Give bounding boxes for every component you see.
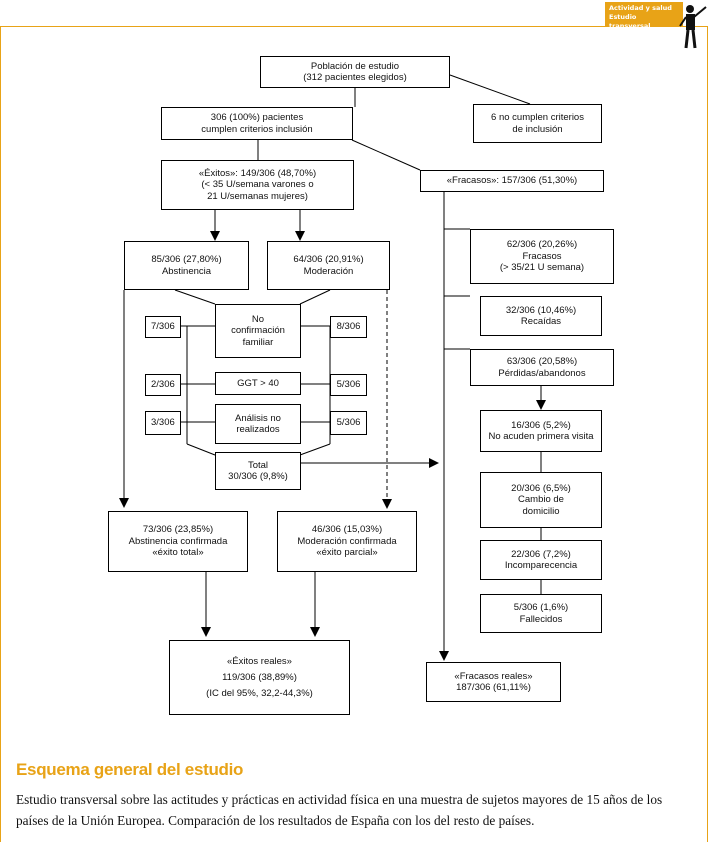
- section-title: Esquema general del estudio: [16, 760, 244, 779]
- node-recaidas: 32/306 (10,46%) Recaídas: [480, 296, 602, 336]
- node-analisis: Análisis no realizados: [215, 404, 301, 444]
- node-fallecidos: 5/306 (1,6%) Fallecidos: [480, 594, 602, 633]
- node-exitos: «Éxitos»: 149/306 (48,70%) (< 35 U/seman…: [161, 160, 354, 210]
- node-fracasos-sub: 62/306 (20,26%) Fracasos (> 35/21 U sema…: [470, 229, 614, 284]
- node-exitos-reales: «Éxitos reales» 119/306 (38,89%) (IC del…: [169, 640, 350, 715]
- figure-caption: Estudio transversal sobre las actitudes …: [16, 792, 663, 828]
- node-left-count-3: 3/306: [145, 411, 181, 435]
- node-fracasos: «Fracasos»: 157/306 (51,30%): [420, 170, 604, 192]
- node-incomparecencia: 22/306 (7,2%) Incomparecencia: [480, 540, 602, 580]
- node-moderacion-confirmada: 46/306 (15,03%) Moderación confirmada «é…: [277, 511, 417, 572]
- node-poblacion: Población de estudio (312 pacientes eleg…: [260, 56, 450, 88]
- node-right-count-3: 5/306: [330, 411, 367, 435]
- node-left-count-2: 2/306: [145, 374, 181, 396]
- node-perdidas: 63/306 (20,58%) Pérdidas/abandonos: [470, 349, 614, 386]
- node-right-count-2: 5/306: [330, 374, 367, 396]
- node-ggt: GGT > 40: [215, 372, 301, 395]
- node-no-cumplen: 6 no cumplen criterios de inclusión: [473, 104, 602, 143]
- header-badge: Actividad y salud Estudio transversal: [605, 2, 683, 30]
- presenter-figure-icon: [679, 5, 707, 49]
- node-left-count-1: 7/306: [145, 316, 181, 338]
- node-abstinencia: 85/306 (27,80%) Abstinencia: [124, 241, 249, 290]
- node-no-acuden: 16/306 (5,2%) No acuden primera visita: [480, 410, 602, 452]
- node-no-confirmacion: No confirmación familiar: [215, 304, 301, 358]
- node-fracasos-reales: «Fracasos reales» 187/306 (61,11%): [426, 662, 561, 702]
- node-right-count-1: 8/306: [330, 316, 367, 338]
- badge-line-1: Actividad y salud: [609, 4, 672, 12]
- node-moderacion: 64/306 (20,91%) Moderación: [267, 241, 390, 290]
- node-total: Total 30/306 (9,8%): [215, 452, 301, 490]
- badge-line-2: Estudio transversal: [609, 13, 651, 30]
- node-cumplen: 306 (100%) pacientes cumplen criterios i…: [161, 107, 353, 140]
- node-abstinencia-confirmada: 73/306 (23,85%) Abstinencia confirmada «…: [108, 511, 248, 572]
- node-cambio: 20/306 (6,5%) Cambio de domicilio: [480, 472, 602, 528]
